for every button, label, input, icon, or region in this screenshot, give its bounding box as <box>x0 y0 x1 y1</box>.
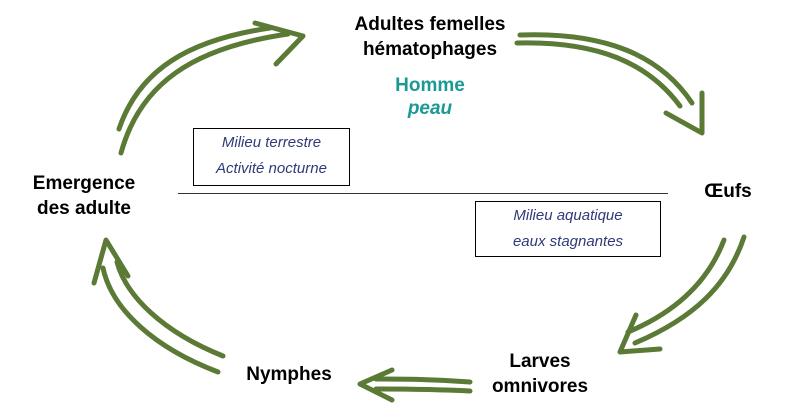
stage-eggs-label: Œufs <box>704 181 752 202</box>
arrow-emergence-to-adults <box>116 20 306 156</box>
stage-pupae-label: Nymphes <box>246 364 332 385</box>
stage-adults-line1: Adultes femelles <box>354 14 506 35</box>
stage-larvae-line1: Larves <box>509 351 571 372</box>
environment-aquatic-line1: Milieu aquatique <box>513 207 623 224</box>
environment-terrestrial-line2: Activité nocturne <box>216 160 327 177</box>
host-site: peau <box>407 98 453 119</box>
environment-terrestrial-box: Milieu terrestre Activité nocturne <box>193 128 350 186</box>
stage-pupae: Nymphes <box>230 362 348 387</box>
environment-terrestrial-line1: Milieu terrestre <box>221 134 322 151</box>
stage-emergence-line2: des adulte <box>37 198 131 219</box>
environment-aquatic-line2: eaux stagnantes <box>512 233 624 250</box>
stage-emergence-line1: Emergence <box>32 173 136 194</box>
stage-adults-line2: hématophages <box>362 39 498 60</box>
arrow-larvae-to-pupae <box>357 367 473 403</box>
stage-larvae: Larves omnivores <box>470 349 610 399</box>
stage-emergence: Emergence des adulte <box>14 171 154 221</box>
stage-eggs: Œufs <box>693 179 763 204</box>
host-name: Homme <box>395 75 465 96</box>
arrow-eggs-to-larvae <box>617 234 747 355</box>
stage-adults: Adultes femelles hématophages <box>330 12 530 62</box>
arrow-adults-to-eggs <box>514 32 705 136</box>
arrow-pupae-to-emergence <box>91 237 226 375</box>
environment-aquatic-box: Milieu aquatique eaux stagnantes <box>475 201 661 257</box>
environment-divider-line <box>178 193 668 194</box>
stage-larvae-line2: omnivores <box>491 376 589 397</box>
host-label: Homme peau <box>365 74 495 120</box>
